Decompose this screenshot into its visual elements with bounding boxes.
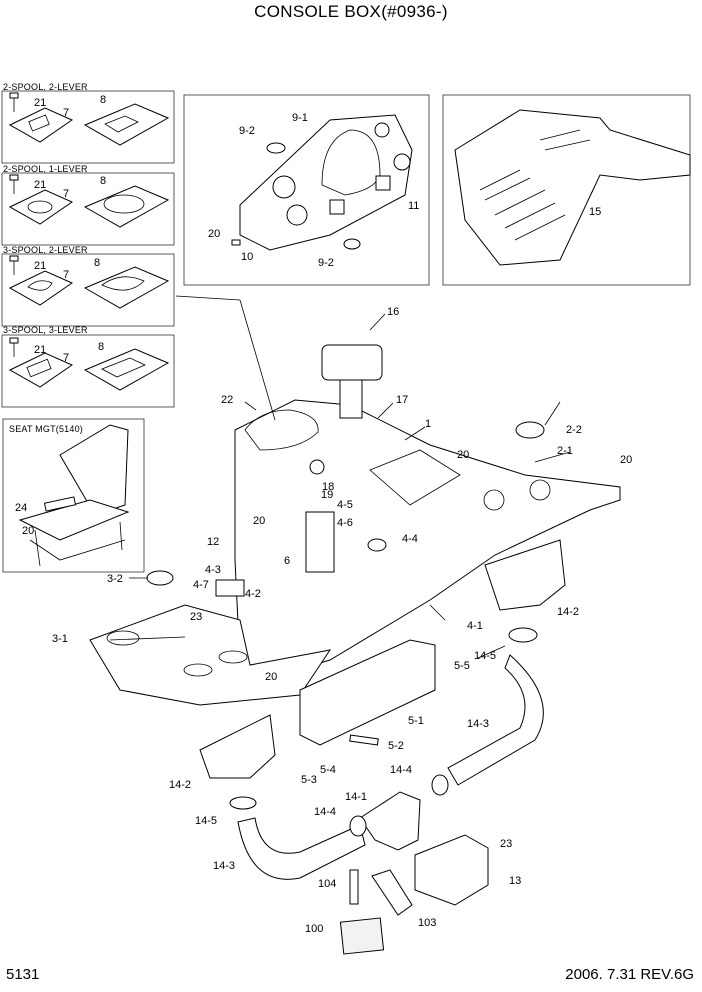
callout: 14-4 [314,806,336,818]
callout: 19 [321,489,333,501]
callout: 3-1 [52,633,68,645]
callout: 9-2 [239,125,255,137]
callout: 11 [408,200,419,212]
callout: 7 [63,352,69,364]
panel-label-2spool-2lever: 2-SPOOL, 2-LEVER [3,82,88,92]
callout: 5-5 [454,660,470,672]
callout: 2-2 [566,424,582,436]
callout: 4-4 [402,533,418,545]
callout: 4-1 [467,620,483,632]
callout: 103 [418,917,436,929]
panel-label-3spool-3lever: 3-SPOOL, 3-LEVER [3,325,88,335]
callout: 10 [241,251,253,263]
callout: 4-6 [337,517,353,529]
callout: 8 [100,94,106,106]
callout: 20 [208,228,220,240]
callout: 21 [34,260,46,272]
inset-boxes [1,90,691,573]
callout: 9-2 [318,257,334,269]
revision-date: 2006. 7.31 REV.6G [565,966,694,983]
callout: 9-1 [292,112,308,124]
callout: 14-4 [390,764,412,776]
callout: 5-4 [320,764,336,776]
callout: 4-3 [205,564,221,576]
callout: 14-5 [195,815,217,827]
page-number: 5131 [6,966,40,983]
duct-drawing [229,627,544,955]
callout: 4-5 [337,499,353,511]
leader-lines [109,295,571,659]
callouts: 21 7 8 21 7 8 21 7 8 21 7 8 24 20 9-1 9-… [15,94,632,935]
callout: 14-2 [557,606,579,618]
callout: 22 [221,394,233,406]
callout: 6 [284,555,290,567]
floor-plate-drawing [454,109,691,266]
callout: 4-2 [245,588,261,600]
cluster-cover-drawing [231,114,413,251]
callout: 5-2 [388,740,404,752]
callout: 21 [34,344,46,356]
callout: 8 [94,257,100,269]
callout: 3-2 [107,573,123,585]
callout: 2-1 [557,445,573,457]
console-body-drawing [89,344,621,779]
callout: 18 [322,481,334,493]
callout: 14-1 [345,791,367,803]
callout: 1 [425,418,431,430]
callout: 14-5 [474,650,496,662]
callout: 23 [190,611,202,623]
callout: 7 [63,107,69,119]
spool-plate-kits [8,92,170,391]
callout: 16 [387,306,399,318]
callout: 20 [253,515,265,527]
callout: 14-3 [213,860,235,872]
callout: 104 [318,878,336,890]
callout: 24 [15,502,27,514]
callout: 7 [63,269,69,281]
callout: 4-7 [193,579,209,591]
callout: 20 [265,671,277,683]
callout: 5-3 [301,774,317,786]
callout: 14-3 [467,718,489,730]
callout: 100 [305,923,323,935]
callout: 20 [457,449,469,461]
callout: 20 [620,454,632,466]
seat-drawing [18,424,130,567]
callout: 7 [63,188,69,200]
callout: 14-2 [169,779,191,791]
callout: 5-1 [408,715,424,727]
callout: 12 [207,536,219,548]
callout: 23 [500,838,512,850]
callout: 20 [22,525,34,537]
callout: 13 [509,875,521,887]
callout: 21 [34,179,46,191]
panel-label-3spool-2lever: 3-SPOOL, 2-LEVER [3,245,88,255]
callout: 17 [396,394,408,406]
callout: 21 [34,97,46,109]
callout: 8 [98,341,104,353]
callout: 15 [589,206,601,218]
panel-label-2spool-1lever: 2-SPOOL, 1-LEVER [3,164,88,174]
panel-label-seat: SEAT MGT(5140) [9,424,83,434]
callout: 8 [100,175,106,187]
title: CONSOLE BOX(#0936-) [254,2,448,21]
